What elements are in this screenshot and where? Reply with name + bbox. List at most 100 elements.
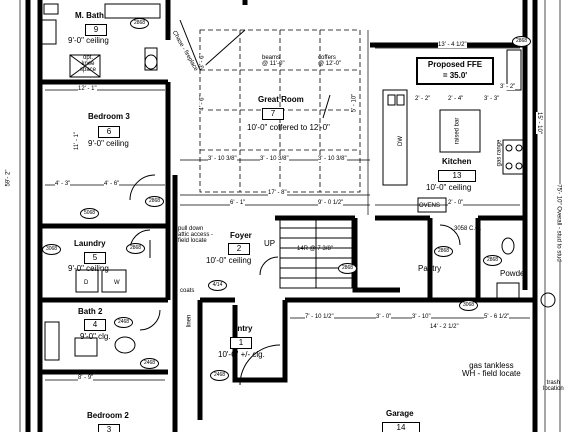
door-tag: 2868 (338, 263, 357, 274)
wh-locate-text: WH - field locate (462, 369, 521, 378)
door-tag: 2868 (512, 36, 531, 47)
laundry-number: 5 (84, 252, 106, 264)
ovens-label: OVENS (419, 203, 441, 209)
laundry-bath-fixtures (44, 237, 556, 361)
beams-text: beams (262, 55, 281, 61)
pull-down-text: pull down (178, 226, 204, 232)
trash-text: trash (546, 380, 561, 386)
attic-text: attic access - (178, 232, 214, 238)
ffe-box: Proposed FFE = 35.0' (416, 57, 494, 85)
great-room-number: 7 (262, 108, 284, 120)
pantry-label: Pantry (418, 264, 442, 273)
ffe-label: Proposed FFE (427, 60, 483, 69)
dim-3-10: 3' - 10" (412, 314, 431, 320)
dim-5-10: 5' - 10" (351, 93, 358, 113)
linen-label: linen (186, 314, 193, 328)
stair-riser-note: 14R @ 7 3/8" (297, 246, 333, 252)
master-bath-ceiling: 9'-0" ceiling (68, 36, 109, 45)
dim-14-2: 14' - 2 1/2" (430, 324, 459, 330)
dim-5-6: 5' - 6 1/2" (484, 314, 510, 320)
space-text: space (80, 67, 97, 73)
garage-label: Garage (386, 409, 414, 418)
dim-bed3-width: 12' - 1" (78, 86, 97, 92)
door-tag: 2468 (140, 358, 159, 369)
dim-3-2: 3' - 2" (500, 84, 516, 90)
gas-tankless-text: gas tankless (469, 361, 514, 370)
dim-11-1: 11' - 1" (74, 131, 81, 151)
dw-label: DW (398, 136, 404, 146)
entry-ceiling: 10'-6" +/- clg. (218, 350, 265, 359)
coffers-text: coffers (318, 55, 336, 61)
kitchen-number: 13 (438, 170, 476, 182)
stair-up: UP (264, 239, 276, 248)
laundry-ceiling: 9'-0" ceiling (68, 264, 109, 273)
door-3058-label: 3058 C.O. (454, 226, 482, 232)
washer-label: W (114, 280, 120, 286)
entry-number: 1 (230, 337, 252, 349)
dim-overall-depth: 75'- 10" Overall - stud to stud (555, 184, 562, 262)
knee-text: knee (81, 61, 95, 67)
kitchen-fixtures (382, 49, 526, 213)
bath2-ceiling: 9'-0" clg. (80, 332, 111, 341)
bedroom3-ceiling: 9'-0" ceiling (88, 139, 129, 148)
bath2-label: Bath 2 (78, 307, 103, 316)
kitchen-ceiling: 10'-0" ceiling (426, 183, 472, 192)
dim-coffer-1: 3' - 10 3/8" (208, 156, 237, 162)
tankless-note: gas tankless WH - field locate (462, 362, 521, 378)
coffers-height: @ 12'-0" (318, 61, 342, 67)
attic-note: pull down attic access - field locate (178, 226, 213, 244)
bedroom3-label: Bedroom 3 (88, 112, 130, 121)
dim-9-0: 9' - 0 1/2" (318, 200, 344, 206)
gas-range-label: gas range (496, 139, 503, 167)
dim-coffer-3: 3' - 10 3/8" (318, 156, 347, 162)
trash-note: trash location (543, 380, 564, 392)
coffers-note: coffers @ 12'-0" (318, 55, 341, 67)
stair-treads (279, 217, 353, 289)
laundry-label: Laundry (74, 239, 106, 248)
dim-3-0: 3' - 0" (376, 314, 392, 320)
bedroom2-number: 3 (98, 424, 120, 432)
foyer-label: Foyer (230, 231, 252, 240)
master-bath-label: M. Bath (75, 11, 104, 20)
dim-great-width: 17' - 8" (268, 190, 287, 196)
opt-text: opt. (83, 55, 94, 61)
door-tag: 2868 (130, 18, 149, 29)
coffered-ceiling-grid (179, 19, 361, 193)
dim-3-6: 3' - 6" (199, 53, 206, 69)
dim-7-10: 7' - 10 1/2" (305, 314, 334, 320)
dim-4-6-b: 4' - 6" (199, 95, 206, 111)
dim-2-0: 2' - 0" (448, 200, 464, 206)
opt-knee-space: opt. knee space (80, 55, 96, 73)
master-bath-number: 9 (85, 24, 107, 36)
dim-coffer-2: 3' - 10 3/8" (260, 156, 289, 162)
dim-4-3: 4' - 3" (55, 181, 71, 187)
dim-left-overall: 59'- 2" (5, 169, 12, 187)
great-room-label: Great Room (258, 95, 304, 104)
foyer-ceiling: 10'-0" ceiling (206, 256, 252, 265)
bedroom3-number: 6 (98, 126, 120, 138)
door-tag: 2868 (126, 243, 145, 254)
dryer-label: D (84, 280, 89, 286)
dim-8-9: 8' - 9" (78, 375, 94, 381)
master-bath-fixtures (41, 3, 161, 78)
entry-label: Entry (232, 324, 253, 333)
dim-2-2: 2' - 2" (415, 96, 431, 102)
door-tag: 2868 (434, 246, 453, 257)
ffe-value: = 35.0' (442, 71, 468, 80)
door-tag: 3068 (42, 244, 61, 255)
powder-label: Powder (500, 269, 528, 278)
kitchen-label: Kitchen (442, 157, 472, 166)
bath2-number: 4 (84, 319, 106, 331)
beams-note: beams @ 11'-0" (262, 55, 285, 67)
dim-2-4: 2' - 4" (448, 96, 464, 102)
door-tag: 3068 (459, 300, 478, 311)
field-locate-text: field locate (178, 238, 207, 244)
door-tag: 2868 (145, 196, 164, 207)
dim-4-6: 4' - 6" (104, 181, 120, 187)
door-tag: 2868 (483, 255, 502, 266)
door-tag: 2468 (114, 317, 133, 328)
dim-6-1: 6' - 1" (230, 200, 246, 206)
dim-3-3: 3' - 3" (484, 96, 500, 102)
bedroom2-label: Bedroom 2 (87, 411, 129, 420)
